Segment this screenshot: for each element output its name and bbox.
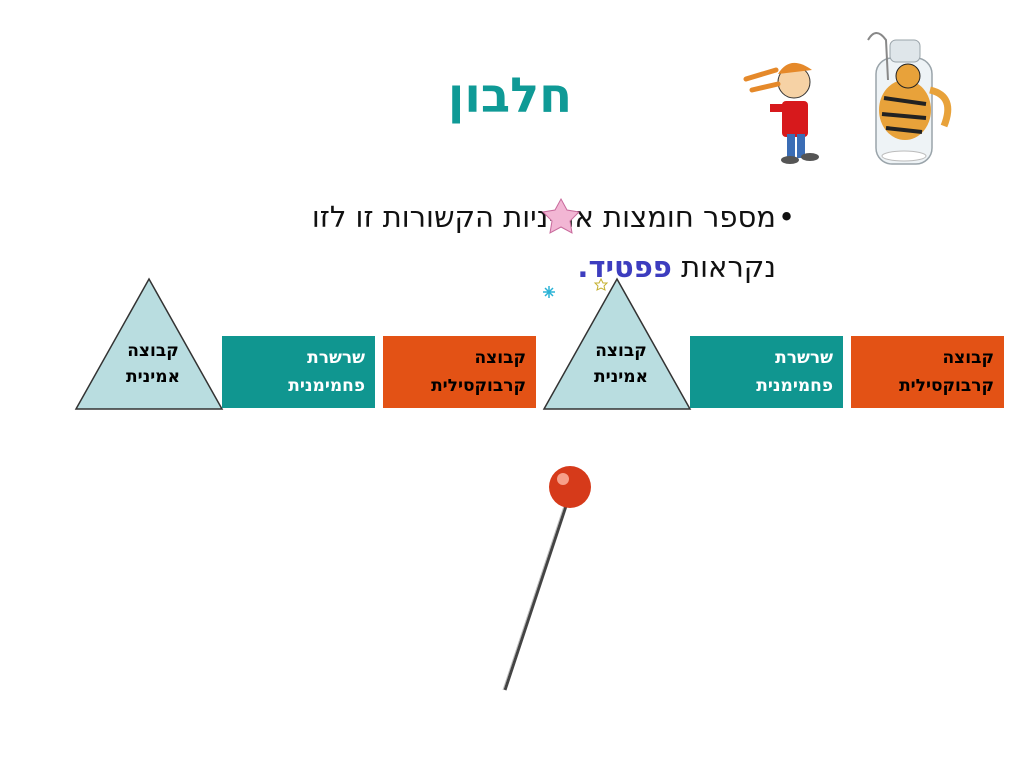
amino-group-label-2-line1: קבוצה xyxy=(595,341,647,361)
hydrocarbon-chain-box-1: שרשרת פחמימנית xyxy=(222,336,375,408)
cat-in-bottle-clipart-icon xyxy=(867,32,952,165)
carboxyl-group-box-2: קבוצה קרבוקסילית xyxy=(851,336,1004,408)
hydrocarbon-chain-box-2-line1: שרשרת xyxy=(775,348,833,368)
small-star-icon xyxy=(593,277,609,291)
bullet-line-1: מספר חומצות אמיניות הקשורות זו לזו xyxy=(311,200,776,234)
bullet-text: מספר חומצות אמיניות הקשורות זו לזו נקראו… xyxy=(136,192,776,292)
bullet-dot: • xyxy=(778,200,796,234)
amino-group-label-1-line1: קבוצה xyxy=(127,341,179,361)
bullet-line-2-prefix: נקראות xyxy=(671,250,776,284)
hydrocarbon-chain-box-2: שרשרת פחמימנית xyxy=(690,336,843,408)
carboxyl-group-box-1-line1: קבוצה xyxy=(474,348,527,368)
bullet-period: . xyxy=(577,250,589,284)
carboxyl-group-box-1-line2: קרבוקסילית xyxy=(431,376,526,396)
carboxyl-group-box-2-line1: קבוצה xyxy=(942,348,995,368)
carboxyl-group-box-2-line2: קרבוקסילית xyxy=(899,376,994,396)
slide-title: חלבון xyxy=(447,68,573,124)
carboxyl-group-box-1: קבוצה קרבוקסילית xyxy=(383,336,536,408)
amino-group-label-1: קבוצה אמינית xyxy=(98,338,208,390)
amino-triangle-2 xyxy=(542,277,692,410)
star-icon xyxy=(541,197,581,234)
amino-group-label-1-line2: אמינית xyxy=(125,367,180,387)
hydrocarbon-chain-box-2-line2: פחמימנית xyxy=(756,376,833,396)
push-pin-icon xyxy=(502,466,591,691)
amino-group-label-2-line2: אמינית xyxy=(593,367,648,387)
boy-clipart-icon xyxy=(743,62,819,164)
hydrocarbon-chain-box-1-line1: שרשרת xyxy=(307,348,365,368)
amino-group-label-2: קבוצה אמינית xyxy=(566,338,676,390)
sparkle-icon xyxy=(543,286,555,298)
peptide-term: פפטיד xyxy=(588,250,672,284)
amino-triangle-1 xyxy=(74,277,224,410)
hydrocarbon-chain-box-1-line2: פחמימנית xyxy=(288,376,365,396)
